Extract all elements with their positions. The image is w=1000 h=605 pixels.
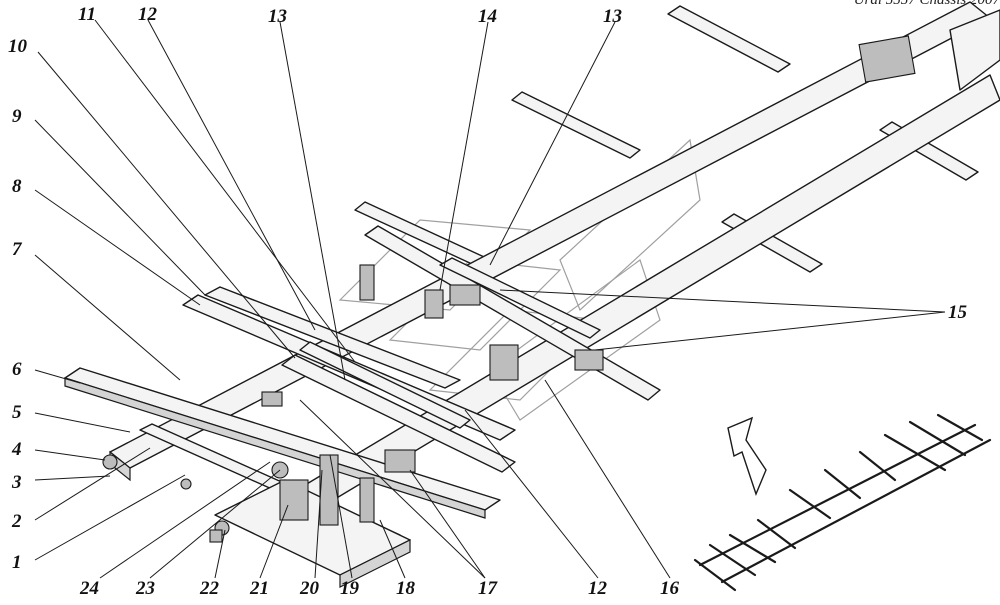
callout-12-top: 12 bbox=[138, 4, 158, 25]
callout-10: 10 bbox=[8, 36, 28, 57]
callout-5: 5 bbox=[12, 402, 22, 423]
callout-23: 23 bbox=[135, 578, 155, 599]
callout-24: 24 bbox=[79, 578, 99, 599]
callout-15: 15 bbox=[948, 302, 968, 323]
callout-6: 6 bbox=[12, 359, 22, 380]
leader-lines bbox=[34, 19, 946, 579]
callout-labels: 1 2 3 4 5 6 7 8 9 10 11 12 13 14 13 15 1… bbox=[8, 4, 968, 599]
callout-21: 21 bbox=[249, 578, 269, 599]
callout-2: 2 bbox=[11, 511, 22, 532]
left-side-rail bbox=[109, 1, 991, 482]
callout-4: 4 bbox=[11, 439, 22, 460]
callout-13-left: 13 bbox=[268, 6, 287, 27]
callout-14: 14 bbox=[478, 6, 497, 27]
callout-11: 11 bbox=[78, 4, 96, 25]
front-bumper-beam bbox=[214, 479, 411, 588]
callout-8: 8 bbox=[12, 176, 22, 197]
rear-frame-end bbox=[858, 9, 1000, 91]
callout-19: 19 bbox=[340, 578, 360, 599]
callout-9: 9 bbox=[12, 106, 22, 127]
corner-caption: Ural 5557 Chassis 2007 bbox=[853, 0, 1000, 8]
callout-16: 16 bbox=[660, 578, 680, 599]
view-direction-arrow-icon bbox=[727, 416, 767, 496]
callout-13-right: 13 bbox=[603, 6, 622, 27]
callout-18: 18 bbox=[396, 578, 416, 599]
callout-22: 22 bbox=[199, 578, 220, 599]
chassis-thumbnail bbox=[693, 413, 992, 592]
callout-20: 20 bbox=[299, 578, 320, 599]
callout-17: 17 bbox=[478, 578, 499, 599]
callout-12-bottom: 12 bbox=[588, 578, 608, 599]
callout-1: 1 bbox=[12, 552, 22, 573]
callout-7: 7 bbox=[12, 239, 23, 260]
callout-3: 3 bbox=[11, 472, 22, 493]
